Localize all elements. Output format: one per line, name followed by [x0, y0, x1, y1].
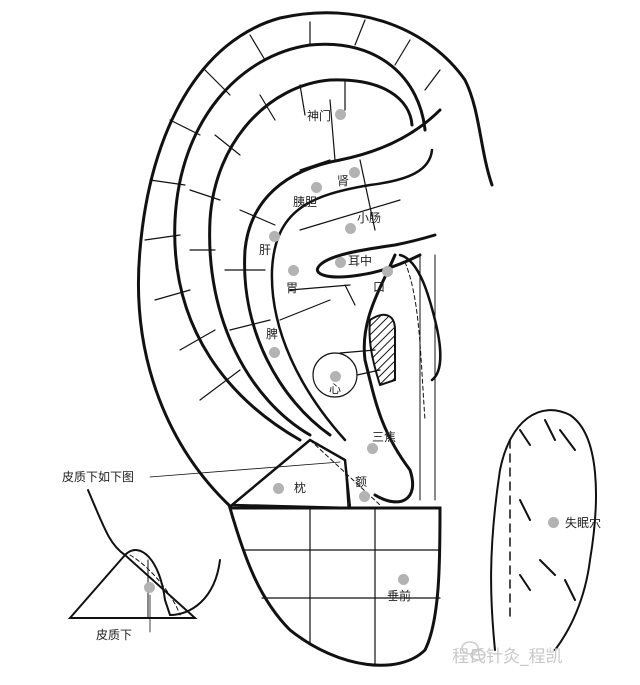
antitragus-divider — [344, 459, 349, 509]
label-yidan: 胰胆 — [293, 195, 318, 209]
leader-line — [149, 461, 341, 478]
antitragus-triangle — [228, 438, 352, 510]
dot-kou — [382, 266, 393, 277]
label-e: 额 — [355, 475, 368, 489]
label-shimianxue: 失眠穴 — [565, 516, 602, 530]
dot-pizhixia — [144, 582, 155, 593]
dot-xiaochang — [345, 223, 356, 234]
earlobe — [228, 506, 442, 667]
dot-sanjiao — [367, 443, 378, 454]
hatched-area — [368, 313, 396, 387]
dot-chuiqian — [398, 574, 409, 585]
label-kou: 口 — [373, 280, 386, 294]
dot-zhen — [273, 483, 284, 494]
dot-shimianxue — [548, 517, 559, 528]
helix-segments — [144, 19, 441, 401]
label-xin: 心 — [329, 382, 342, 396]
concha-border — [362, 253, 415, 504]
label-pizhixia-ref: 皮质下如下图 — [62, 470, 135, 484]
label-zhen: 枕 — [294, 481, 307, 495]
label-xiaochang: 小肠 — [357, 211, 382, 225]
antihelix-outer — [208, 78, 414, 437]
dot-e — [359, 491, 370, 502]
dot-pi — [269, 347, 280, 358]
dot-yidan — [311, 182, 322, 193]
dot-wei — [288, 265, 299, 276]
label-erzhong: 耳中 — [348, 254, 373, 268]
label-chuiqian: 垂前 — [387, 589, 412, 603]
label-wei: 胃 — [286, 281, 299, 295]
subcortex-inset — [67, 489, 221, 633]
dot-shen — [349, 167, 360, 178]
label-pizhixia: 皮质下 — [96, 628, 133, 642]
label-pi: 脾 — [266, 327, 279, 341]
helix-inner — [173, 42, 427, 442]
tragus-dash — [404, 261, 426, 421]
lobe-grid — [244, 507, 441, 666]
heart-line — [339, 349, 376, 354]
label-gan: 肝 — [259, 243, 272, 257]
label-shenmen: 神门 — [307, 109, 332, 123]
label-sanjiao: 三焦 — [372, 430, 397, 444]
dot-gan — [269, 231, 280, 242]
dot-xin — [330, 371, 341, 382]
concha-line — [270, 148, 434, 442]
crus-helix — [316, 233, 437, 279]
dot-shenmen — [335, 109, 346, 120]
insomnia-ear — [490, 409, 597, 651]
label-shen: 肾 — [337, 174, 350, 188]
watermark: 程氏针灸_程凯 — [452, 647, 563, 667]
dot-erzhong — [335, 257, 346, 268]
helix-outline — [136, 11, 494, 510]
heart-line — [356, 369, 381, 376]
antihelix-inner — [243, 108, 442, 437]
wechat-icon — [461, 641, 486, 661]
